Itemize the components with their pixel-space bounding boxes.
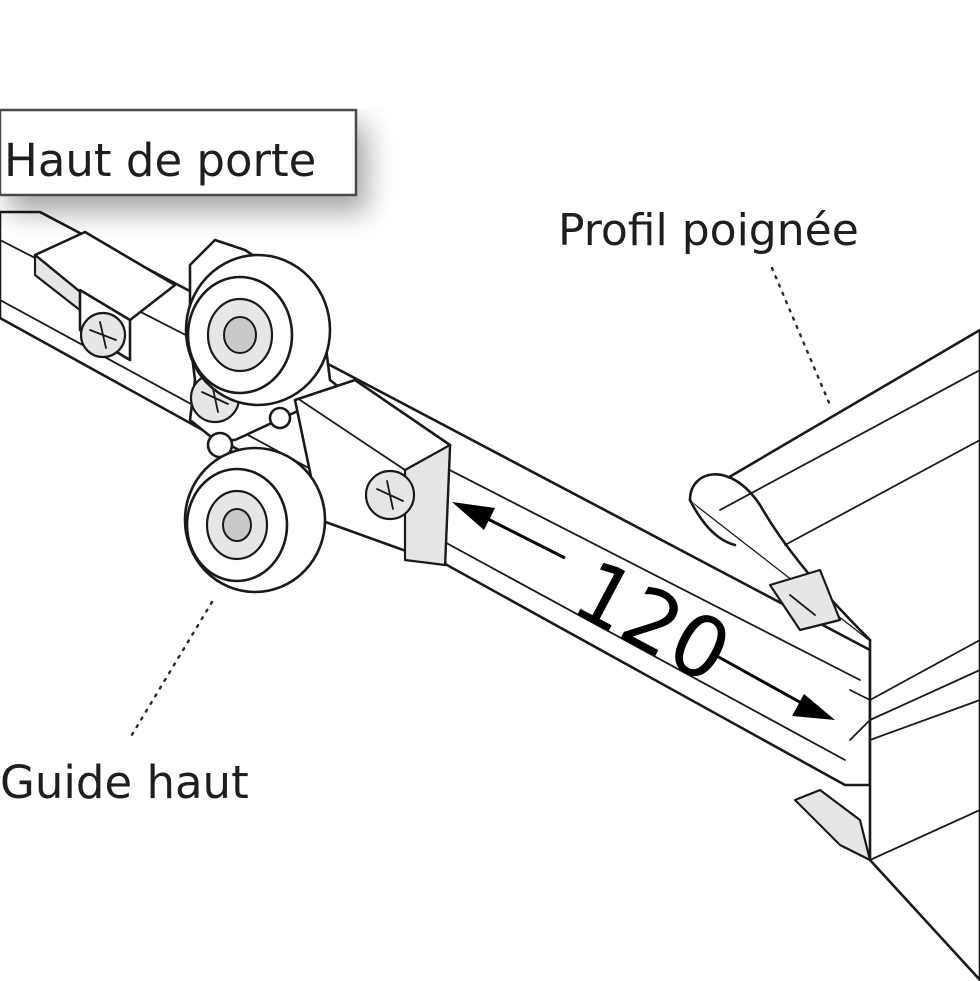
top-guide-assembly	[33, 230, 452, 594]
handle-profile-body	[688, 328, 980, 981]
dimension-arrows	[452, 502, 835, 720]
handle-profile-label: Profil poignée	[558, 205, 859, 256]
door-top-label: Haut de porte	[0, 108, 358, 197]
top-guide-label: Guide haut	[0, 756, 249, 809]
door-top-label-text: Haut de porte	[4, 134, 316, 187]
handle-profile-leader	[770, 266, 832, 407]
upper-roller-icon	[184, 253, 332, 407]
top-guide-leader	[128, 600, 214, 740]
lower-roller-icon	[183, 446, 327, 594]
